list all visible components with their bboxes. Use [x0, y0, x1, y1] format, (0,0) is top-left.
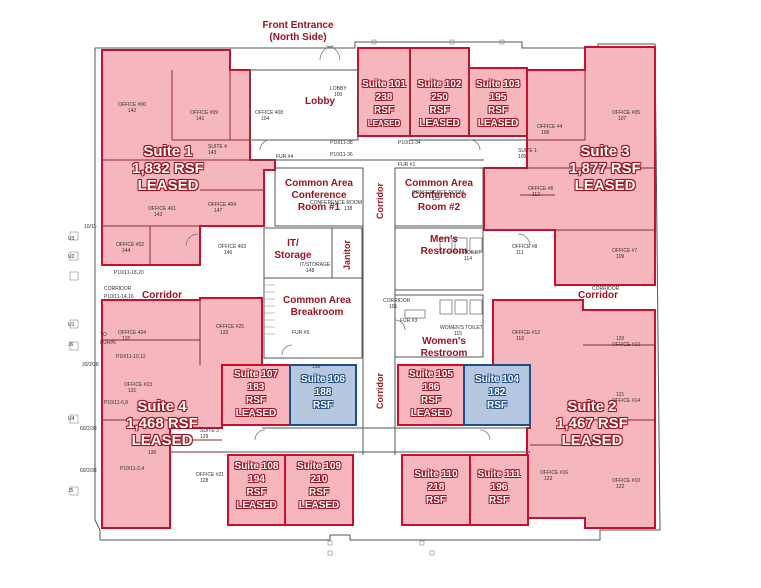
window-marks: [69, 39, 505, 556]
corridor-right-label: Corridor: [578, 290, 618, 301]
suite-101-area: [357, 47, 411, 137]
womens-restroom-label: Women's Restroom: [420, 336, 468, 359]
common-walls: [228, 69, 530, 455]
suite-102-area: [409, 47, 470, 137]
suite-109-area: [284, 454, 354, 526]
toilet-partitions: [404, 237, 483, 319]
front-entrance-line2: (North Side): [269, 32, 327, 43]
suite-4-label: Suite 4 1,468 RSF LEASED: [126, 398, 198, 449]
suite-109-label: Suite 109 210 RSF LEASED: [297, 461, 341, 511]
stair-hatch: [264, 284, 275, 335]
suite-104-area: [463, 364, 531, 426]
front-entrance-label: Front Entrance (North Side): [248, 20, 348, 44]
lobby-label: Lobby: [305, 96, 335, 107]
suite-101-label: Suite 101 238 RSF LEASED: [362, 79, 406, 128]
breakroom-label: Common Area Breakroom: [283, 295, 351, 318]
suite-105-label: Suite 105 186 RSF LEASED: [409, 369, 453, 419]
corridor-vertical-top: Corridor: [375, 183, 385, 219]
suite-111-label: Suite 111 196 RSF: [477, 469, 521, 506]
suite-102-label: Suite 102 250 RSF LEASED: [417, 79, 462, 129]
suite-106-label: Suite 106 188 RSF: [301, 374, 345, 411]
suite-107-label: Suite 107 183 RSF LEASED: [234, 369, 278, 419]
suite-2-label: Suite 2 1,467 RSF LEASED: [556, 398, 628, 449]
suite-104-label: Suite 104 182 RSF: [475, 374, 519, 411]
suite-3-label: Suite 3 1,877 RSF LEASED: [569, 143, 641, 194]
door-swings: [185, 45, 531, 441]
mens-restroom-label: Men's Restroom: [420, 234, 468, 257]
suite-1-label: Suite 1 1,832 RSF LEASED: [132, 143, 204, 194]
suite-107-area: [221, 364, 291, 426]
suite-106-area: [289, 364, 357, 426]
conference-room-2-label: Common Area Conference Room #2: [405, 178, 473, 213]
suite-111-area: [469, 454, 529, 526]
janitor-label: Janitor: [342, 240, 352, 271]
interior-walls: [102, 48, 655, 453]
suite-108-area: [227, 454, 286, 526]
building-outline: [94, 41, 661, 541]
suite-108-label: Suite 108 194 RSF LEASED: [234, 461, 279, 511]
it-storage-label: IT/ Storage: [274, 238, 312, 261]
suite-105-area: [397, 364, 465, 426]
suite-103-label: Suite 103 195 RSF LEASED: [476, 79, 520, 129]
conference-room-1-label: Common Area Conference Room #1: [285, 178, 353, 213]
front-entrance-line1: Front Entrance: [262, 20, 334, 31]
corridor-left-label: Corridor: [142, 290, 182, 301]
corridor-vertical-bottom: Corridor: [375, 373, 385, 409]
suite-110-label: Suite 110 218 RSF: [414, 469, 458, 506]
vacant-areas: [289, 364, 531, 426]
